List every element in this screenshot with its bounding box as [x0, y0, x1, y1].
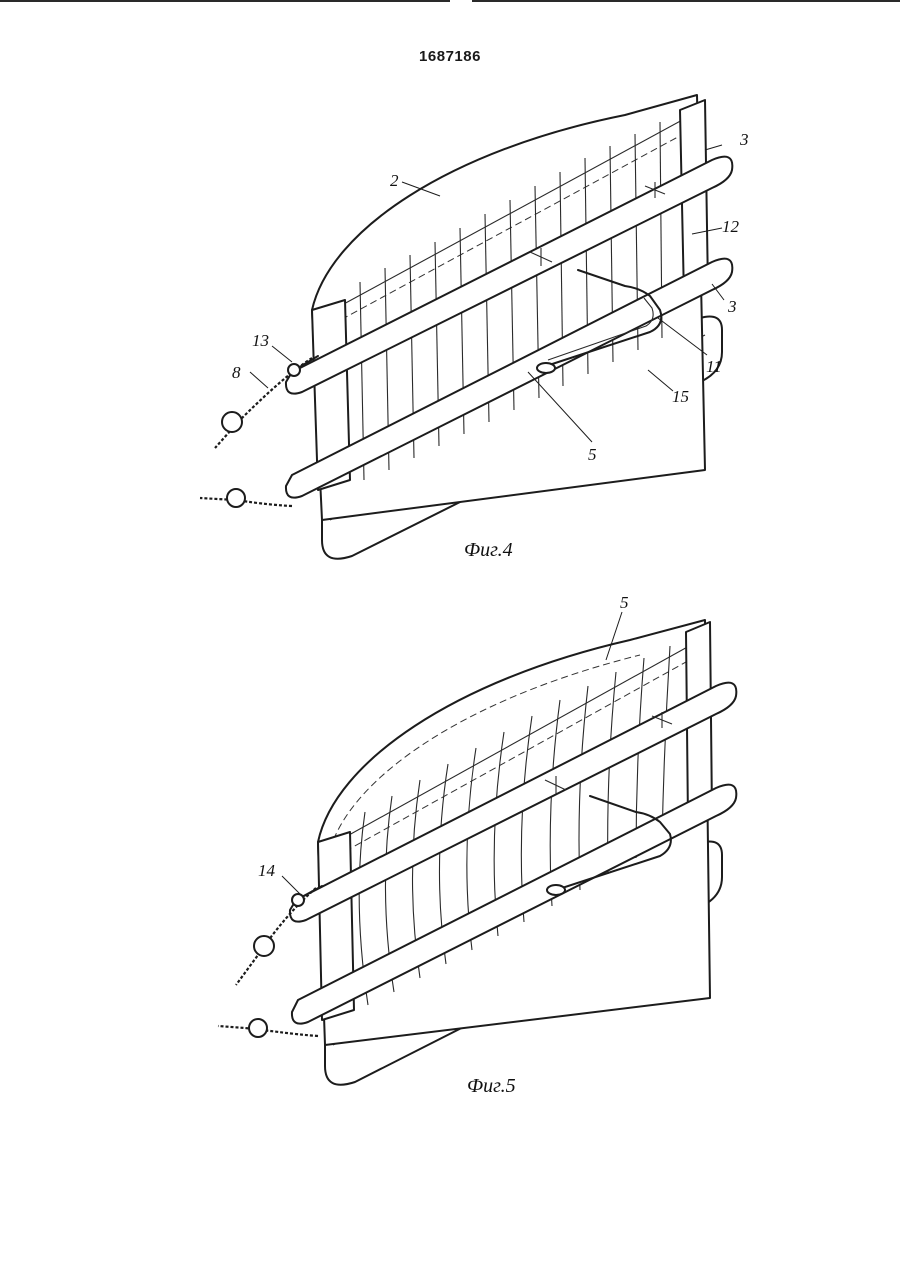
chain-8-upper: [214, 357, 313, 449]
callout-15: 15: [672, 387, 689, 406]
patent-number: 1687186: [419, 48, 481, 65]
leader-5: [527, 371, 593, 443]
leader-3a: [704, 144, 723, 151]
cross-mark-a: [529, 248, 553, 266]
ring-lower-fig5: [248, 1018, 268, 1038]
callout-2: 2: [390, 171, 399, 190]
leader-3b: [711, 283, 725, 301]
cross-mark-fig5-b: [651, 712, 673, 728]
top-strip-back: [317, 111, 698, 319]
top-rule-right: [472, 0, 900, 2]
ring-lower: [226, 488, 246, 508]
leader-14: [281, 875, 301, 895]
bolt-13: [297, 355, 319, 369]
ring-upper: [221, 411, 243, 433]
leader-5-fig5: [605, 611, 623, 661]
upper-band-3: [284, 155, 734, 395]
callout-12: 12: [722, 217, 740, 236]
callout-8: 8: [232, 363, 241, 382]
bracket-eye: [536, 362, 556, 374]
caption-fig4: Фиг.4: [464, 539, 513, 561]
shell-fig5-dash: [329, 654, 641, 851]
top-strip-fig5-dash: [325, 651, 705, 863]
figure-4-drawing: 2 3 12 3 11 15 5 13 8 Фиг.4: [199, 94, 749, 561]
cross-mark-b: [644, 182, 666, 198]
upper-band-fig5: [288, 681, 738, 923]
bolt-13-head: [287, 363, 301, 377]
lower-band-fig5: [290, 783, 738, 1025]
bracket-11-inner: [547, 297, 654, 361]
leader-2: [401, 181, 441, 197]
cross-mark-fig5-a: [544, 776, 567, 794]
callout-5-fig5: 5: [620, 593, 629, 612]
callout-3-top: 3: [739, 130, 749, 149]
top-rule-left: [0, 0, 450, 2]
bracket-11: [539, 269, 663, 369]
leader-11: [657, 317, 708, 356]
callout-14: 14: [258, 861, 276, 880]
callout-5: 5: [588, 445, 597, 464]
leader-12: [691, 227, 723, 235]
top-strip-fig5: [321, 639, 701, 851]
chain-lower-fig5: [217, 1024, 319, 1038]
lower-band-3: [284, 257, 734, 499]
shell-2: [311, 94, 706, 521]
ring-upper-fig5: [253, 935, 275, 957]
caption-fig5: Фиг.5: [467, 1075, 516, 1097]
leader-13: [271, 345, 293, 363]
callout-11: 11: [706, 357, 722, 376]
callout-13: 13: [252, 331, 269, 350]
bracket-eye-fig5: [546, 884, 566, 896]
bolt-14-head: [291, 893, 305, 907]
bracket-fig5: [555, 795, 672, 891]
leader-15: [647, 369, 674, 392]
leader-8: [249, 371, 269, 389]
callout-3-bottom: 3: [727, 297, 737, 316]
